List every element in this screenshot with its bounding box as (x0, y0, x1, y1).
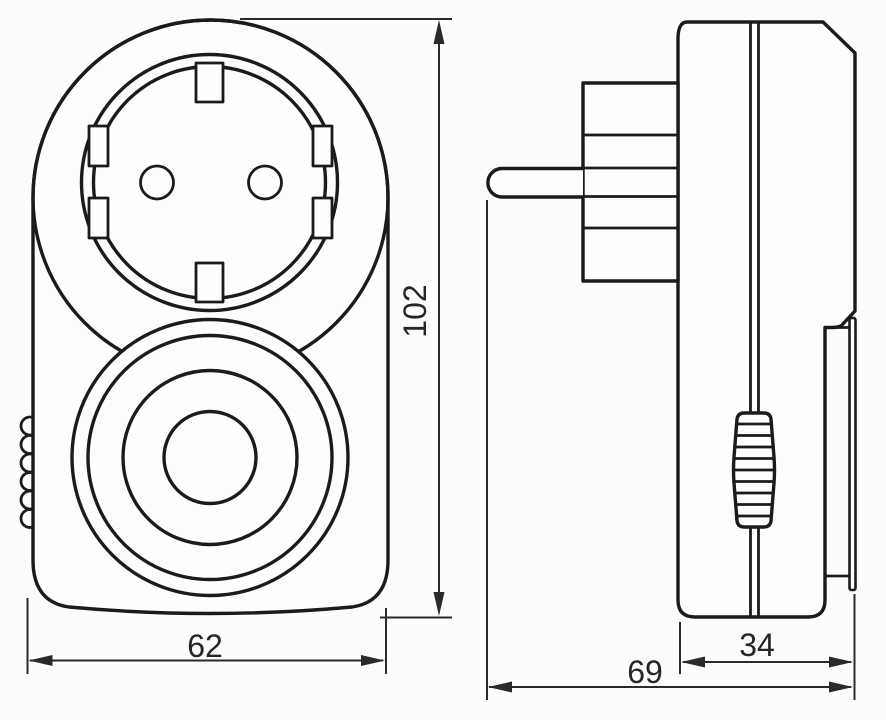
side-notch-left-upper (87, 124, 110, 168)
plug-block (581, 81, 680, 283)
earth-slot-bottom (194, 261, 225, 304)
thumbwheel-ridges (733, 422, 775, 518)
arrowhead-right (829, 681, 853, 693)
dimension-body-depth: 34 (679, 594, 856, 700)
dimension-width-label: 62 (187, 628, 223, 664)
dimension-total-depth: 69 (486, 200, 853, 700)
dial-ring-2 (86, 333, 334, 582)
pin-hole-left (139, 164, 175, 201)
dimension-height-label: 102 (397, 284, 433, 337)
pin-hole-right (247, 164, 283, 201)
side-notch-right-lower (311, 196, 334, 240)
arrowhead-left (681, 656, 705, 668)
arrowhead-right (361, 655, 385, 666)
side-notch-right-upper (311, 124, 334, 168)
thumbwheel (731, 411, 777, 529)
dial-disc-edge (848, 316, 857, 592)
side-notch-left-lower (87, 196, 110, 240)
dimension-height: 102 (240, 18, 452, 619)
dial-ring-outer (70, 317, 350, 598)
dimensions: 102 62 34 69 (26, 18, 856, 700)
plug-pin (486, 166, 585, 199)
socket-recess-outer (79, 52, 340, 313)
plug-block-steps (582, 133, 679, 230)
arrowhead-left (28, 655, 53, 666)
arrowhead-down (433, 592, 445, 616)
arrowhead-left (488, 681, 512, 693)
dial-ring-3 (121, 368, 299, 547)
arrowhead-right (829, 656, 853, 668)
front-view (19, 18, 390, 616)
arrowhead-up (433, 20, 445, 44)
dimension-total-depth-label: 69 (627, 654, 663, 690)
dial-knob-center (162, 409, 258, 506)
dimension-width: 62 (26, 598, 387, 674)
earth-slot-top (194, 61, 225, 104)
dimension-body-depth-label: 34 (739, 627, 775, 663)
side-view (486, 20, 857, 619)
